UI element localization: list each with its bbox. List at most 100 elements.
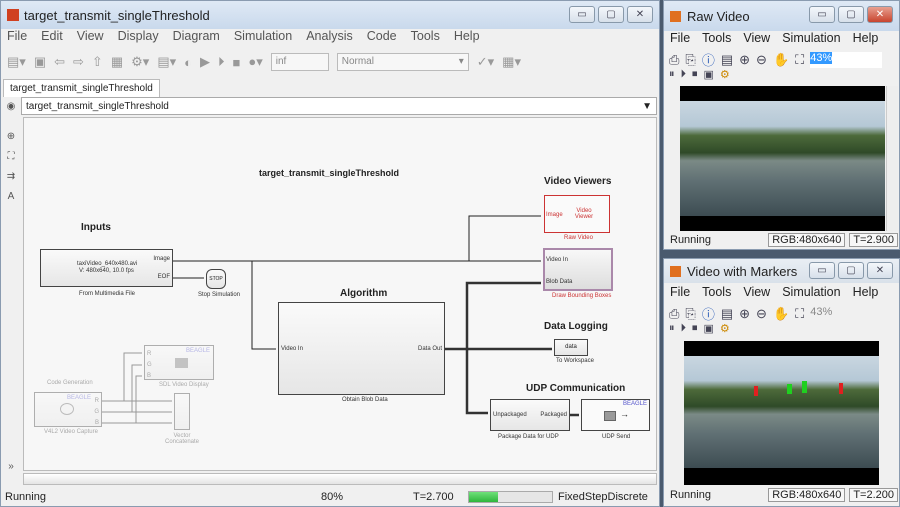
step-forward-icon[interactable]: ⏵ [217, 54, 225, 69]
fit-icon[interactable]: ⛶ [795, 51, 805, 67]
zoom-out-icon[interactable]: ⊖ [756, 51, 767, 67]
snapshot-icon[interactable]: ▣ [703, 69, 714, 81]
hide-browser-icon[interactable]: ◉ [6, 101, 16, 112]
menu-file[interactable]: File [7, 29, 28, 43]
vertical-scrollbar[interactable] [886, 86, 898, 231]
snapshot-icon[interactable]: ▣ [703, 323, 714, 335]
stop-time-input[interactable]: inf [270, 53, 329, 71]
close-button[interactable]: ✕ [627, 6, 653, 23]
zoom-input[interactable]: 43% [810, 306, 882, 322]
menu-tools[interactable]: Tools [702, 31, 732, 45]
to-workspace-block[interactable]: data [554, 339, 588, 356]
horizontal-scrollbar[interactable] [23, 473, 657, 485]
chevron-down-icon[interactable]: ▼ [642, 101, 652, 112]
minimize-button[interactable]: ▭ [809, 6, 835, 23]
menu-view[interactable]: View [743, 285, 771, 299]
pause-icon[interactable]: ⏸ [669, 322, 675, 334]
check-icon[interactable]: ✓▾ [476, 54, 495, 69]
run-icon[interactable]: ▶ [199, 54, 210, 69]
zoom-in-icon[interactable]: ⊕ [739, 51, 751, 67]
vector-concatenate-block[interactable] [174, 393, 190, 430]
stop-icon[interactable]: ⏹ [692, 322, 698, 334]
udp-send-caption: UDP Send [602, 434, 631, 440]
model-tab[interactable]: target_transmit_singleThreshold [3, 79, 160, 97]
build-icon[interactable]: ▦▾ [502, 54, 521, 69]
step-icon[interactable]: ⏵ [680, 322, 687, 334]
menu-diagram[interactable]: Diagram [172, 29, 220, 43]
info-icon[interactable]: ⓘ [701, 53, 715, 68]
draw-bounding-boxes-block[interactable]: Video In Blob Data [543, 248, 613, 291]
record-icon[interactable]: ●▾ [248, 54, 263, 69]
file-format: V: 480x640, 10.0 fps [79, 268, 134, 274]
menu-edit[interactable]: Edit [41, 29, 63, 43]
back-icon[interactable]: ⇦ [54, 54, 66, 69]
progress-fill [469, 492, 499, 502]
model-explorer-icon[interactable]: ▤▾ [157, 54, 177, 69]
export-icon[interactable]: ⎘ [685, 305, 696, 321]
menu-display[interactable]: Display [117, 29, 159, 43]
highlight-icon[interactable]: ⚙ [719, 69, 730, 81]
menu-tools[interactable]: Tools [702, 285, 732, 299]
stop-block[interactable]: STOP [206, 269, 226, 289]
v4l2-video-capture-block[interactable]: BEAGLE R G B [34, 392, 102, 427]
maximize-button[interactable]: ▢ [838, 6, 864, 23]
menu-view[interactable]: View [743, 31, 771, 45]
menu-help[interactable]: Help [453, 29, 480, 43]
expand-icon[interactable]: » [8, 461, 14, 472]
menu-simulation[interactable]: Simulation [233, 29, 293, 43]
menu-simulation[interactable]: Simulation [782, 285, 841, 299]
annotation-icon[interactable]: A [7, 191, 15, 202]
menu-help[interactable]: Help [852, 31, 879, 45]
sdl-video-display-block[interactable]: BEAGLE R G B [144, 345, 214, 380]
menu-analysis[interactable]: Analysis [306, 29, 353, 43]
pan-hand-icon[interactable]: ✋ [772, 305, 790, 321]
pan-hand-icon[interactable]: ✋ [772, 51, 790, 67]
menu-file[interactable]: File [670, 31, 691, 45]
library-icon[interactable]: ▦ [110, 54, 124, 69]
info-icon[interactable]: ⓘ [701, 307, 715, 322]
close-button[interactable]: ✕ [867, 262, 893, 279]
menu-code[interactable]: Code [366, 29, 397, 43]
properties-icon[interactable]: ▤ [720, 51, 734, 67]
export-icon[interactable]: ⎘ [685, 51, 696, 67]
arrow-icon[interactable]: ⇉ [6, 171, 16, 182]
maximize-button[interactable]: ▢ [838, 262, 864, 279]
maximize-button[interactable]: ▢ [598, 6, 624, 23]
udp-send-block[interactable]: BEAGLE → [581, 399, 650, 431]
minimize-button[interactable]: ▭ [809, 262, 835, 279]
stop-icon[interactable]: ■ [232, 54, 241, 70]
print-icon[interactable]: ⎙ [669, 51, 680, 67]
package-data-block[interactable]: Unpackaged Packaged [490, 399, 570, 431]
settings-gear-icon[interactable]: ⚙▾ [131, 54, 150, 69]
breadcrumb[interactable]: target_transmit_singleThreshold [26, 101, 169, 112]
zoom-input[interactable]: 43% [810, 51, 883, 68]
zoom-in-icon[interactable]: ⊕ [739, 305, 751, 321]
from-multimedia-file-block[interactable]: taxiVideo_640x480.avi V: 480x640, 10.0 f… [40, 249, 173, 287]
menu-tools[interactable]: Tools [410, 29, 440, 43]
print-icon[interactable]: ⎙ [669, 305, 680, 321]
pause-icon[interactable]: ⏸ [669, 68, 675, 80]
raw-video-viewer-block[interactable]: Image Video Viewer [544, 195, 610, 233]
diagram-canvas[interactable]: target_transmit_singleThreshold Inputs t… [23, 117, 657, 471]
minimize-button[interactable]: ▭ [569, 6, 595, 23]
highlight-icon[interactable]: ⚙ [719, 323, 730, 335]
step-icon[interactable]: ⏵ [680, 68, 687, 80]
new-model-icon[interactable]: ▤▾ [7, 54, 26, 69]
fit-view-icon[interactable]: ⛶ [7, 151, 15, 162]
fit-icon[interactable]: ⛶ [795, 305, 805, 321]
zoom-icon[interactable]: ⊕ [6, 131, 16, 142]
menu-simulation[interactable]: Simulation [782, 31, 841, 45]
step-back-icon[interactable]: ◐ [184, 54, 192, 70]
zoom-out-icon[interactable]: ⊖ [756, 305, 767, 321]
menu-view[interactable]: View [76, 29, 104, 43]
menu-file[interactable]: File [670, 285, 691, 299]
stop-icon[interactable]: ⏹ [692, 68, 698, 80]
forward-icon[interactable]: ⇨ [73, 54, 84, 69]
menu-help[interactable]: Help [852, 285, 879, 299]
obtain-blob-data-block[interactable]: Video In Data Out [278, 302, 445, 395]
save-icon[interactable]: ▣ [33, 54, 47, 69]
close-button[interactable]: ✕ [867, 6, 893, 23]
up-icon[interactable]: ⇧ [91, 54, 103, 69]
sim-mode-select[interactable]: Normal▾ [336, 53, 469, 71]
properties-icon[interactable]: ▤ [720, 305, 734, 321]
